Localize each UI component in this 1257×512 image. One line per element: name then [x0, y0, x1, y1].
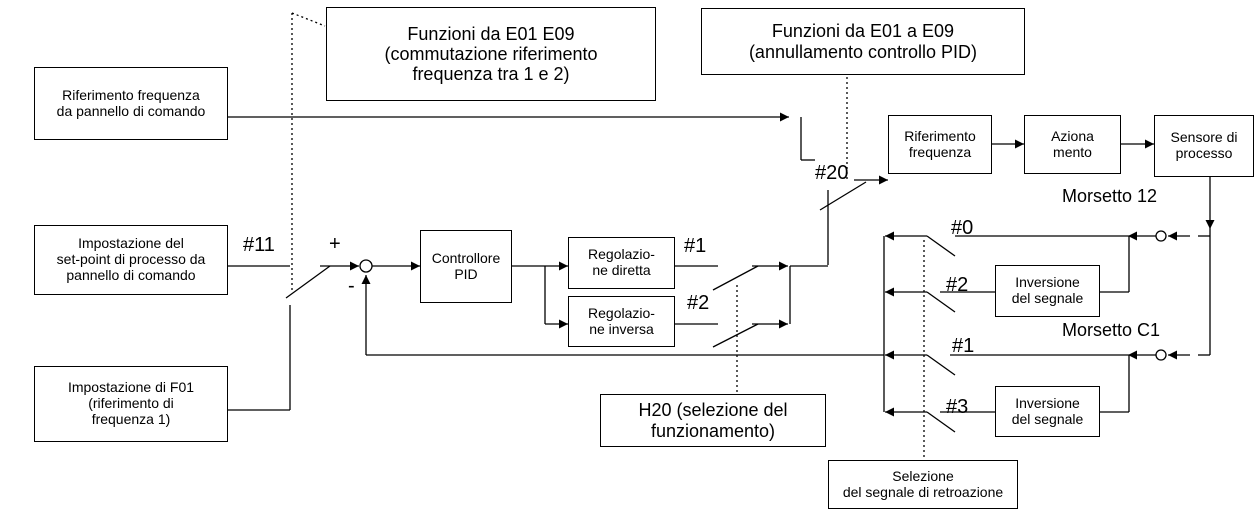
block-process-sensor: Sensore di processo: [1154, 115, 1254, 177]
block-signal-inversion-1: Inversione del segnale: [995, 265, 1100, 317]
dotted-leaders: [291, 12, 925, 460]
input-setpoint-panel: Impostazione del set-point di processo d…: [34, 225, 228, 295]
block-signal-inversion-2: Inversione del segnale: [995, 386, 1100, 437]
summing-junction: [359, 259, 373, 273]
input-freq-panel: Riferimento frequenza da pannello di com…: [34, 67, 228, 140]
block-direct-regulation: Regolazio- ne diretta: [568, 237, 675, 289]
block-inverse-regulation: Regolazio- ne inversa: [568, 296, 675, 347]
panel-reference-line: [228, 112, 815, 161]
note-e01-freq-switching: Funzioni da E01 E09 (commutazione riferi…: [326, 7, 656, 101]
block-pid-controller: Controllore PID: [420, 230, 512, 303]
operation-selector-switches: [712, 261, 828, 348]
note-feedback-selection: Selezione del segnale di retroazione: [828, 460, 1018, 509]
label-fb-2: #2: [946, 274, 969, 296]
block-frequency-reference: Riferimento frequenza: [888, 115, 992, 174]
switch-20: [819, 175, 888, 265]
label-terminal-c1: Morsetto C1: [1062, 320, 1161, 340]
label-op-2: #2: [687, 292, 710, 314]
label-switch-11: #11: [243, 234, 275, 256]
label-terminal-12: Morsetto 12: [1062, 186, 1158, 206]
label-plus: +: [329, 233, 341, 255]
block-drive: Aziona mento: [1024, 115, 1121, 174]
feedback-selector-switches: [883, 231, 956, 433]
label-fb-0: #0: [951, 217, 974, 239]
label-fb-1: #1: [952, 335, 975, 357]
label-fb-3: #3: [946, 396, 969, 418]
note-h20-operation: H20 (selezione del funzionamento): [600, 394, 826, 447]
input-f01: Impostazione di F01 (riferimento di freq…: [34, 366, 228, 442]
label-switch-20: #20: [815, 162, 849, 184]
label-minus: -: [348, 275, 355, 297]
label-op-1: #1: [684, 235, 707, 257]
note-e01-pid-cancel: Funzioni da E01 a E09 (annullamento cont…: [701, 8, 1025, 75]
